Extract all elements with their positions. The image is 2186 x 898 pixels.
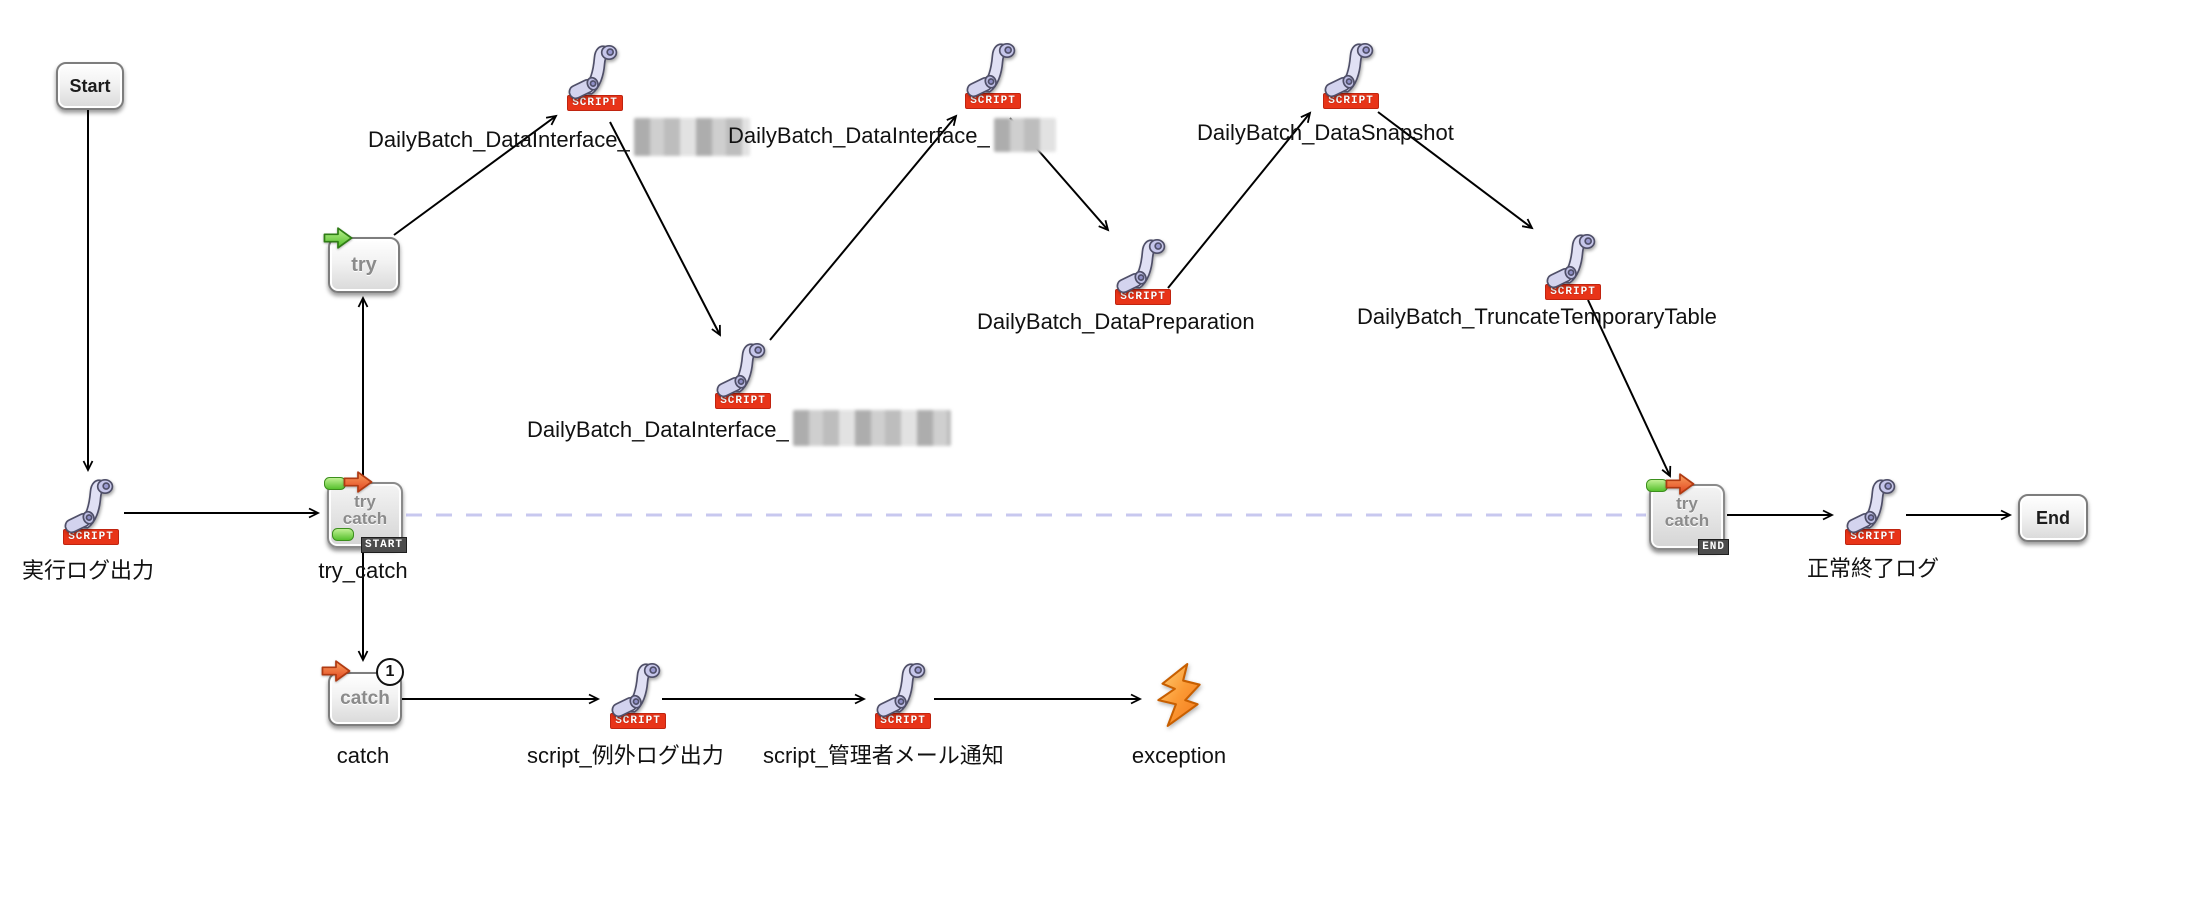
redacted-text (792, 410, 951, 446)
edge-interface2-to-interface3[interactable] (769, 114, 958, 341)
script-badge: SCRIPT (1845, 529, 1901, 545)
script-badge: SCRIPT (1115, 289, 1171, 305)
label-interface3: DailyBatch_DataInterface_ (728, 118, 1056, 152)
end-node[interactable]: End (2018, 494, 2088, 542)
script-badge: SCRIPT (1323, 93, 1379, 109)
script-node-preparation[interactable]: SCRIPT (1110, 236, 1176, 305)
script-node-exception-log[interactable]: SCRIPT (605, 660, 671, 729)
edge-try-to-interface1[interactable] (393, 114, 558, 236)
label-truncate: DailyBatch_TruncateTemporaryTable (1357, 304, 1717, 329)
start-node-label: Start (69, 75, 111, 96)
script-node-admin-mail[interactable]: SCRIPT (870, 660, 936, 729)
exception-node[interactable] (1150, 662, 1208, 733)
edge-snapshot-to-truncate[interactable] (1377, 111, 1534, 230)
label-exception-log: script_例外ログ出力 (527, 743, 724, 768)
catch-node[interactable]: 1 catch (328, 658, 404, 726)
edge-preparation-to-snapshot[interactable] (1167, 111, 1312, 289)
script-scroll-icon (1115, 236, 1171, 294)
green-pill-icon (332, 528, 354, 541)
script-scroll-icon (965, 40, 1021, 98)
label-exception: exception (1131, 743, 1227, 768)
edge-truncate-to-trycatchend[interactable] (1587, 299, 1672, 478)
label-catch: catch (336, 743, 390, 768)
script-node-truncate[interactable]: SCRIPT (1540, 231, 1606, 300)
end-badge: END (1698, 539, 1729, 555)
script-node-snapshot[interactable]: SCRIPT (1318, 40, 1384, 109)
start-node[interactable]: Start (56, 62, 124, 110)
script-badge: SCRIPT (965, 93, 1021, 109)
try-node-label: try (351, 253, 377, 276)
orange-arrow-icon (320, 658, 352, 684)
label-exec-log: 実行ログ出力 (21, 558, 154, 583)
exception-bolt-icon (1150, 662, 1208, 728)
start-badge: START (360, 537, 407, 553)
green-arrow-icon (322, 225, 354, 251)
script-scroll-icon (1545, 231, 1601, 289)
script-scroll-icon (610, 660, 666, 718)
script-scroll-icon (715, 340, 771, 398)
try-node[interactable]: try (328, 237, 400, 293)
catch-order-marker: 1 (376, 658, 404, 686)
script-node-interface3[interactable]: SCRIPT (960, 40, 1026, 109)
label-normal-end-log: 正常終了ログ (1806, 556, 1939, 581)
script-scroll-icon (875, 660, 931, 718)
script-badge: SCRIPT (610, 713, 666, 729)
script-badge: SCRIPT (715, 393, 771, 409)
script-node-normal-end-log[interactable]: SCRIPT (1840, 476, 1906, 545)
script-badge: SCRIPT (567, 95, 623, 111)
label-admin-mail: script_管理者メール通知 (763, 743, 1004, 768)
script-scroll-icon (1323, 40, 1379, 98)
label-interface1: DailyBatch_DataInterface_ (368, 118, 750, 156)
catch-node-text: catch (340, 688, 390, 709)
script-scroll-icon (1845, 476, 1901, 534)
edge-interface1-to-interface2[interactable] (609, 121, 721, 337)
label-try-catch: try_catch (318, 558, 408, 583)
label-preparation: DailyBatch_DataPreparation (977, 309, 1255, 334)
script-badge: SCRIPT (875, 713, 931, 729)
script-scroll-icon (567, 42, 623, 100)
label-snapshot: DailyBatch_DataSnapshot (1197, 120, 1454, 145)
script-node-interface1[interactable]: SCRIPT (562, 42, 628, 111)
redacted-text (993, 118, 1056, 152)
end-node-label: End (2036, 507, 2070, 528)
label-interface2: DailyBatch_DataInterface_ (527, 410, 951, 446)
script-scroll-icon (63, 476, 119, 534)
script-badge: SCRIPT (63, 529, 119, 545)
script-node-exec-log[interactable]: SCRIPT (58, 476, 124, 545)
redacted-text (633, 118, 750, 156)
flow-arrows[interactable] (82, 108, 2013, 705)
script-node-interface2[interactable]: SCRIPT (710, 340, 776, 409)
script-badge: SCRIPT (1545, 284, 1601, 300)
